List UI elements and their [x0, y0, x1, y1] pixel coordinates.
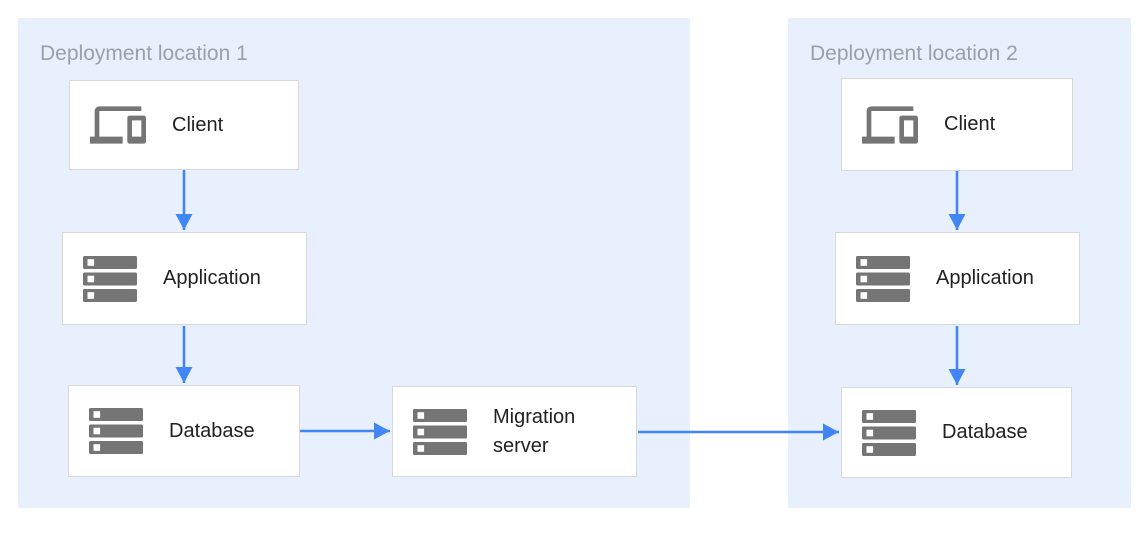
devices-icon — [90, 105, 146, 145]
node-client-1: Client — [69, 80, 299, 170]
node-label: Client — [944, 113, 996, 136]
node-migration-server: Migration server — [392, 386, 637, 477]
node-database-2: Database — [841, 387, 1072, 478]
node-label: Application — [163, 267, 261, 290]
server-stack-icon — [856, 255, 910, 302]
node-application-2: Application — [835, 232, 1080, 325]
node-label: Database — [169, 419, 255, 442]
server-stack-icon — [862, 409, 916, 456]
server-stack-icon — [89, 408, 143, 454]
region-label: Deployment location 2 — [810, 42, 1018, 65]
devices-icon — [862, 105, 918, 145]
node-label: Migration server — [493, 406, 576, 457]
node-label: Database — [942, 421, 1028, 444]
node-application-1: Application — [62, 232, 307, 325]
server-stack-icon — [413, 408, 467, 455]
server-stack-icon — [83, 255, 137, 302]
node-client-2: Client — [841, 78, 1073, 171]
node-database-1: Database — [68, 385, 300, 477]
node-label: Application — [936, 267, 1034, 290]
node-label: Client — [172, 113, 224, 136]
region-label: Deployment location 1 — [40, 42, 248, 65]
